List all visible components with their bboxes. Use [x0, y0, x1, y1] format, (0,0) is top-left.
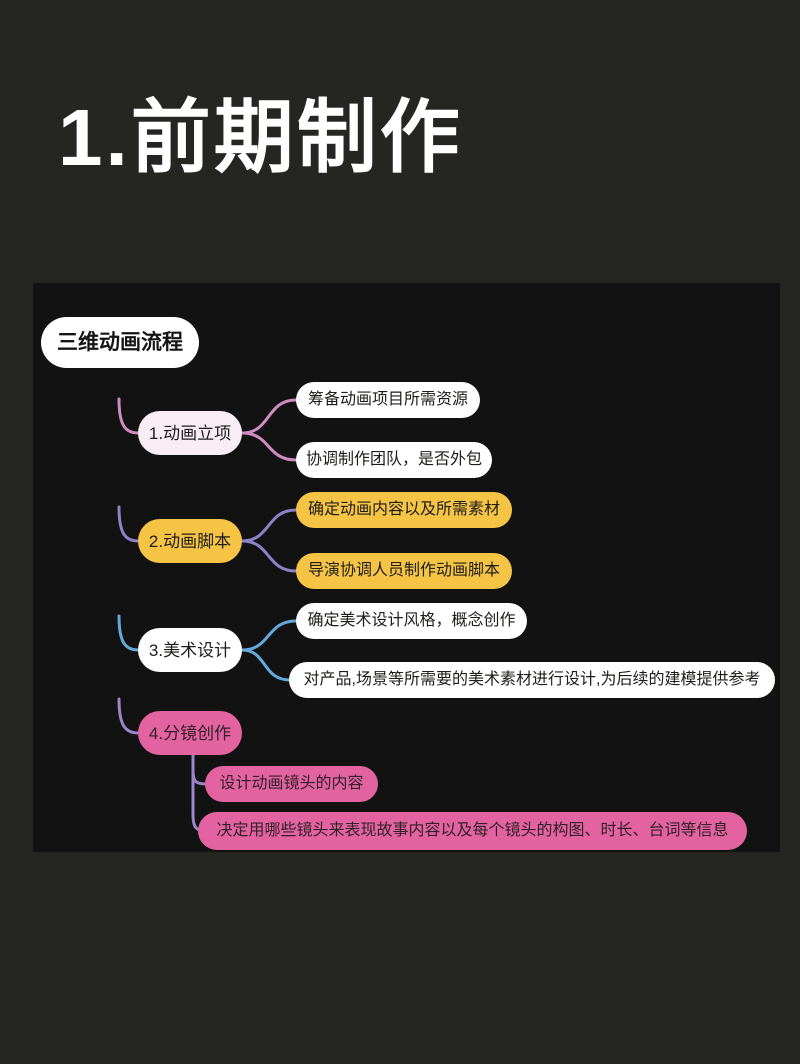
- child-node-3-2: 对产品,场景等所需要的美术素材进行设计,为后续的建模提供参考: [289, 662, 775, 698]
- branch-connector-2: [117, 505, 140, 543]
- branch-node-1: 1.动画立项: [138, 411, 242, 455]
- branch-node-2: 2.动画脚本: [138, 519, 242, 563]
- branch-connector-1: [117, 397, 140, 435]
- child-node-2-2: 导演协调人员制作动画脚本: [296, 553, 512, 589]
- branch-node-3: 3.美术设计: [138, 628, 242, 672]
- child-connector-3-1: [240, 619, 298, 652]
- child-connector-3-2: [240, 648, 292, 682]
- child-connector-1-2: [240, 431, 298, 462]
- child-node-1-1: 筹备动画项目所需资源: [296, 382, 480, 418]
- child-node-4-1: 设计动画镜头的内容: [205, 766, 378, 802]
- child-connector-2-1: [240, 508, 298, 543]
- child-connector-4-1: [191, 753, 208, 786]
- branch-node-4: 4.分镜创作: [138, 711, 242, 755]
- child-node-1-2: 协调制作团队，是否外包: [296, 442, 492, 478]
- child-node-2-1: 确定动画内容以及所需素材: [296, 492, 512, 528]
- child-node-3-1: 确定美术设计风格，概念创作: [296, 603, 527, 639]
- child-connector-2-2: [240, 539, 298, 573]
- page-title: 1.前期制作: [58, 93, 463, 182]
- root-node: 三维动画流程: [41, 317, 199, 368]
- mindmap-panel: 三维动画流程 1.动画立项 2.动画脚本 3.美术设计 4.分镜创作 筹备动画项…: [33, 283, 780, 852]
- child-node-4-2: 决定用哪些镜头来表现故事内容以及每个镜头的构图、时长、台词等信息: [198, 812, 747, 850]
- child-connector-1-1: [240, 398, 298, 435]
- branch-connector-4: [117, 697, 140, 735]
- branch-connector-3: [117, 614, 140, 652]
